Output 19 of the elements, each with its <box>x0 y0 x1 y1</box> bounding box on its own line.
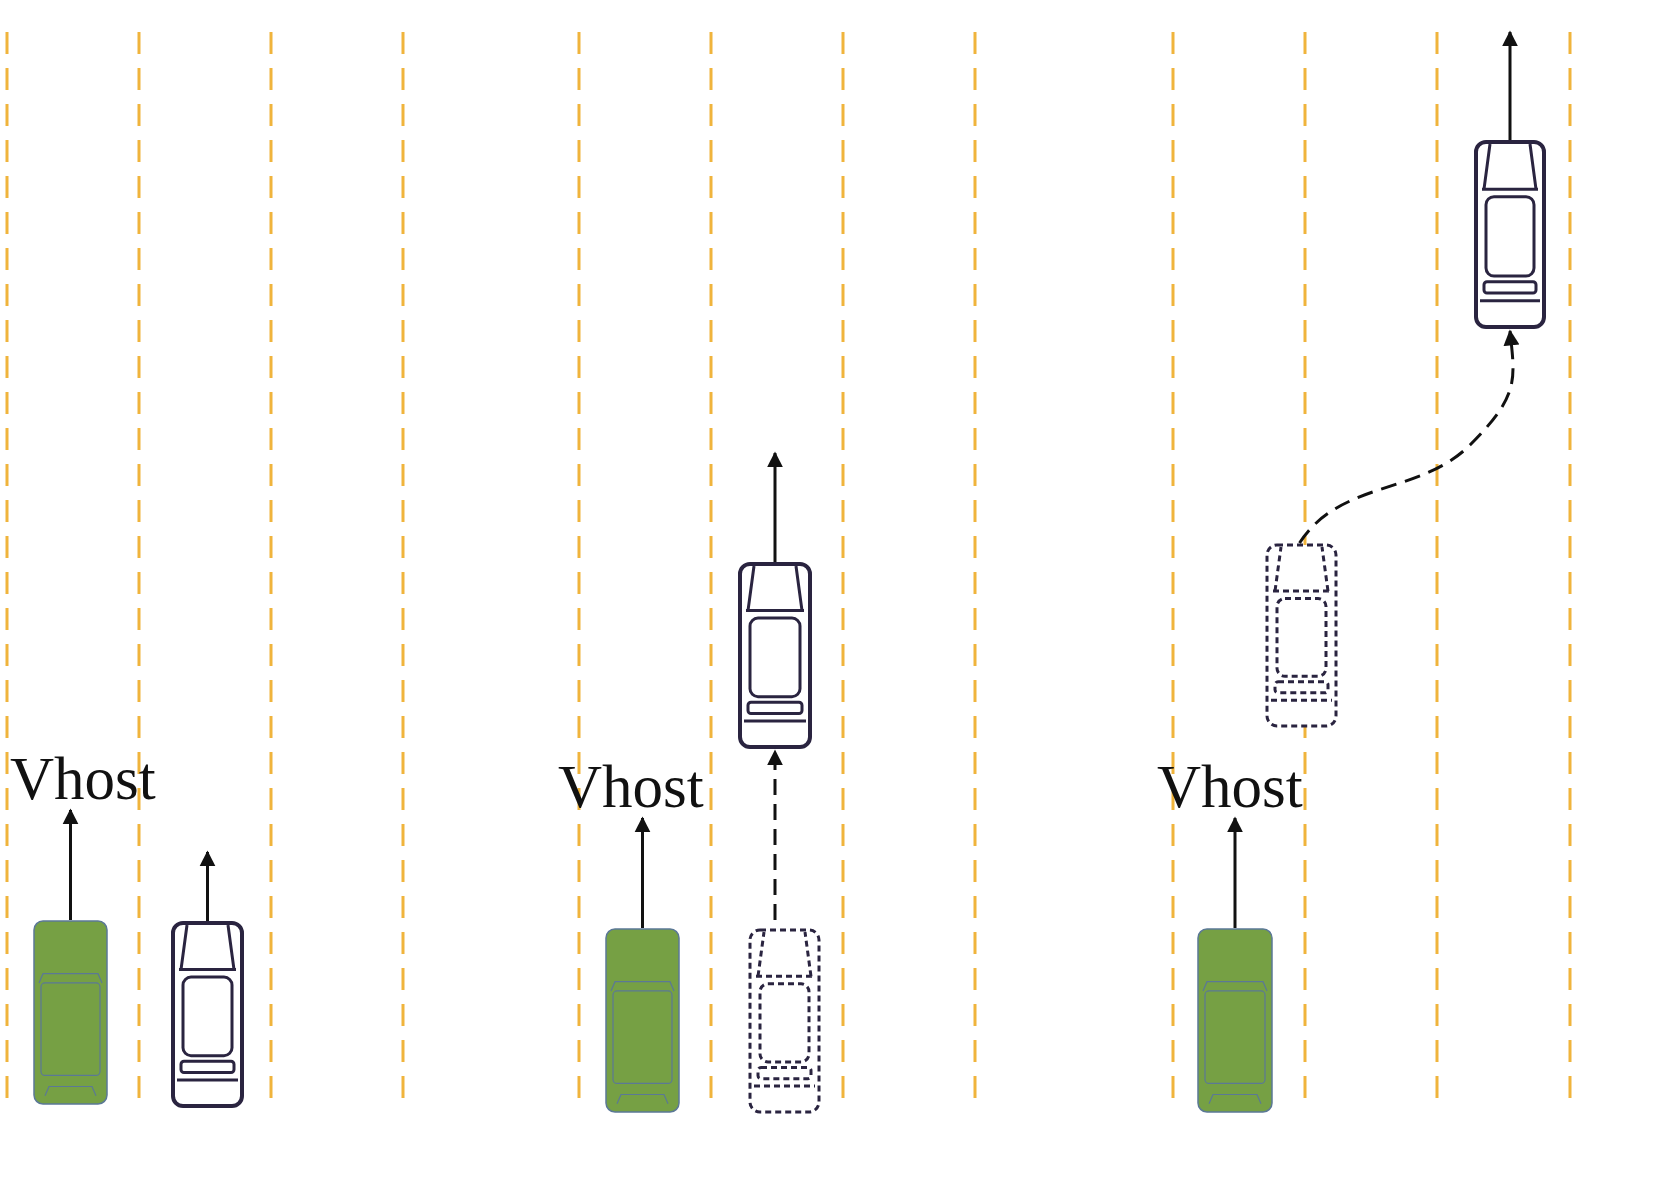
ghost-car <box>1265 543 1338 728</box>
arrow <box>62 808 79 920</box>
arrow <box>634 816 651 928</box>
velocity-label: Vhost <box>558 756 704 817</box>
arrow <box>767 451 783 562</box>
host-car <box>33 920 108 1105</box>
ghost-car <box>748 928 821 1114</box>
host-car <box>1197 928 1273 1113</box>
velocity-label: Vhost <box>1157 756 1303 817</box>
car <box>738 562 812 749</box>
car <box>1474 140 1546 329</box>
arrow <box>1502 30 1518 140</box>
arrow <box>199 850 216 921</box>
arrow <box>767 749 783 920</box>
arrow <box>1298 329 1520 544</box>
velocity-label: Vhost <box>10 748 156 809</box>
car <box>171 921 244 1108</box>
arrow <box>1227 816 1243 928</box>
host-car <box>605 928 680 1113</box>
